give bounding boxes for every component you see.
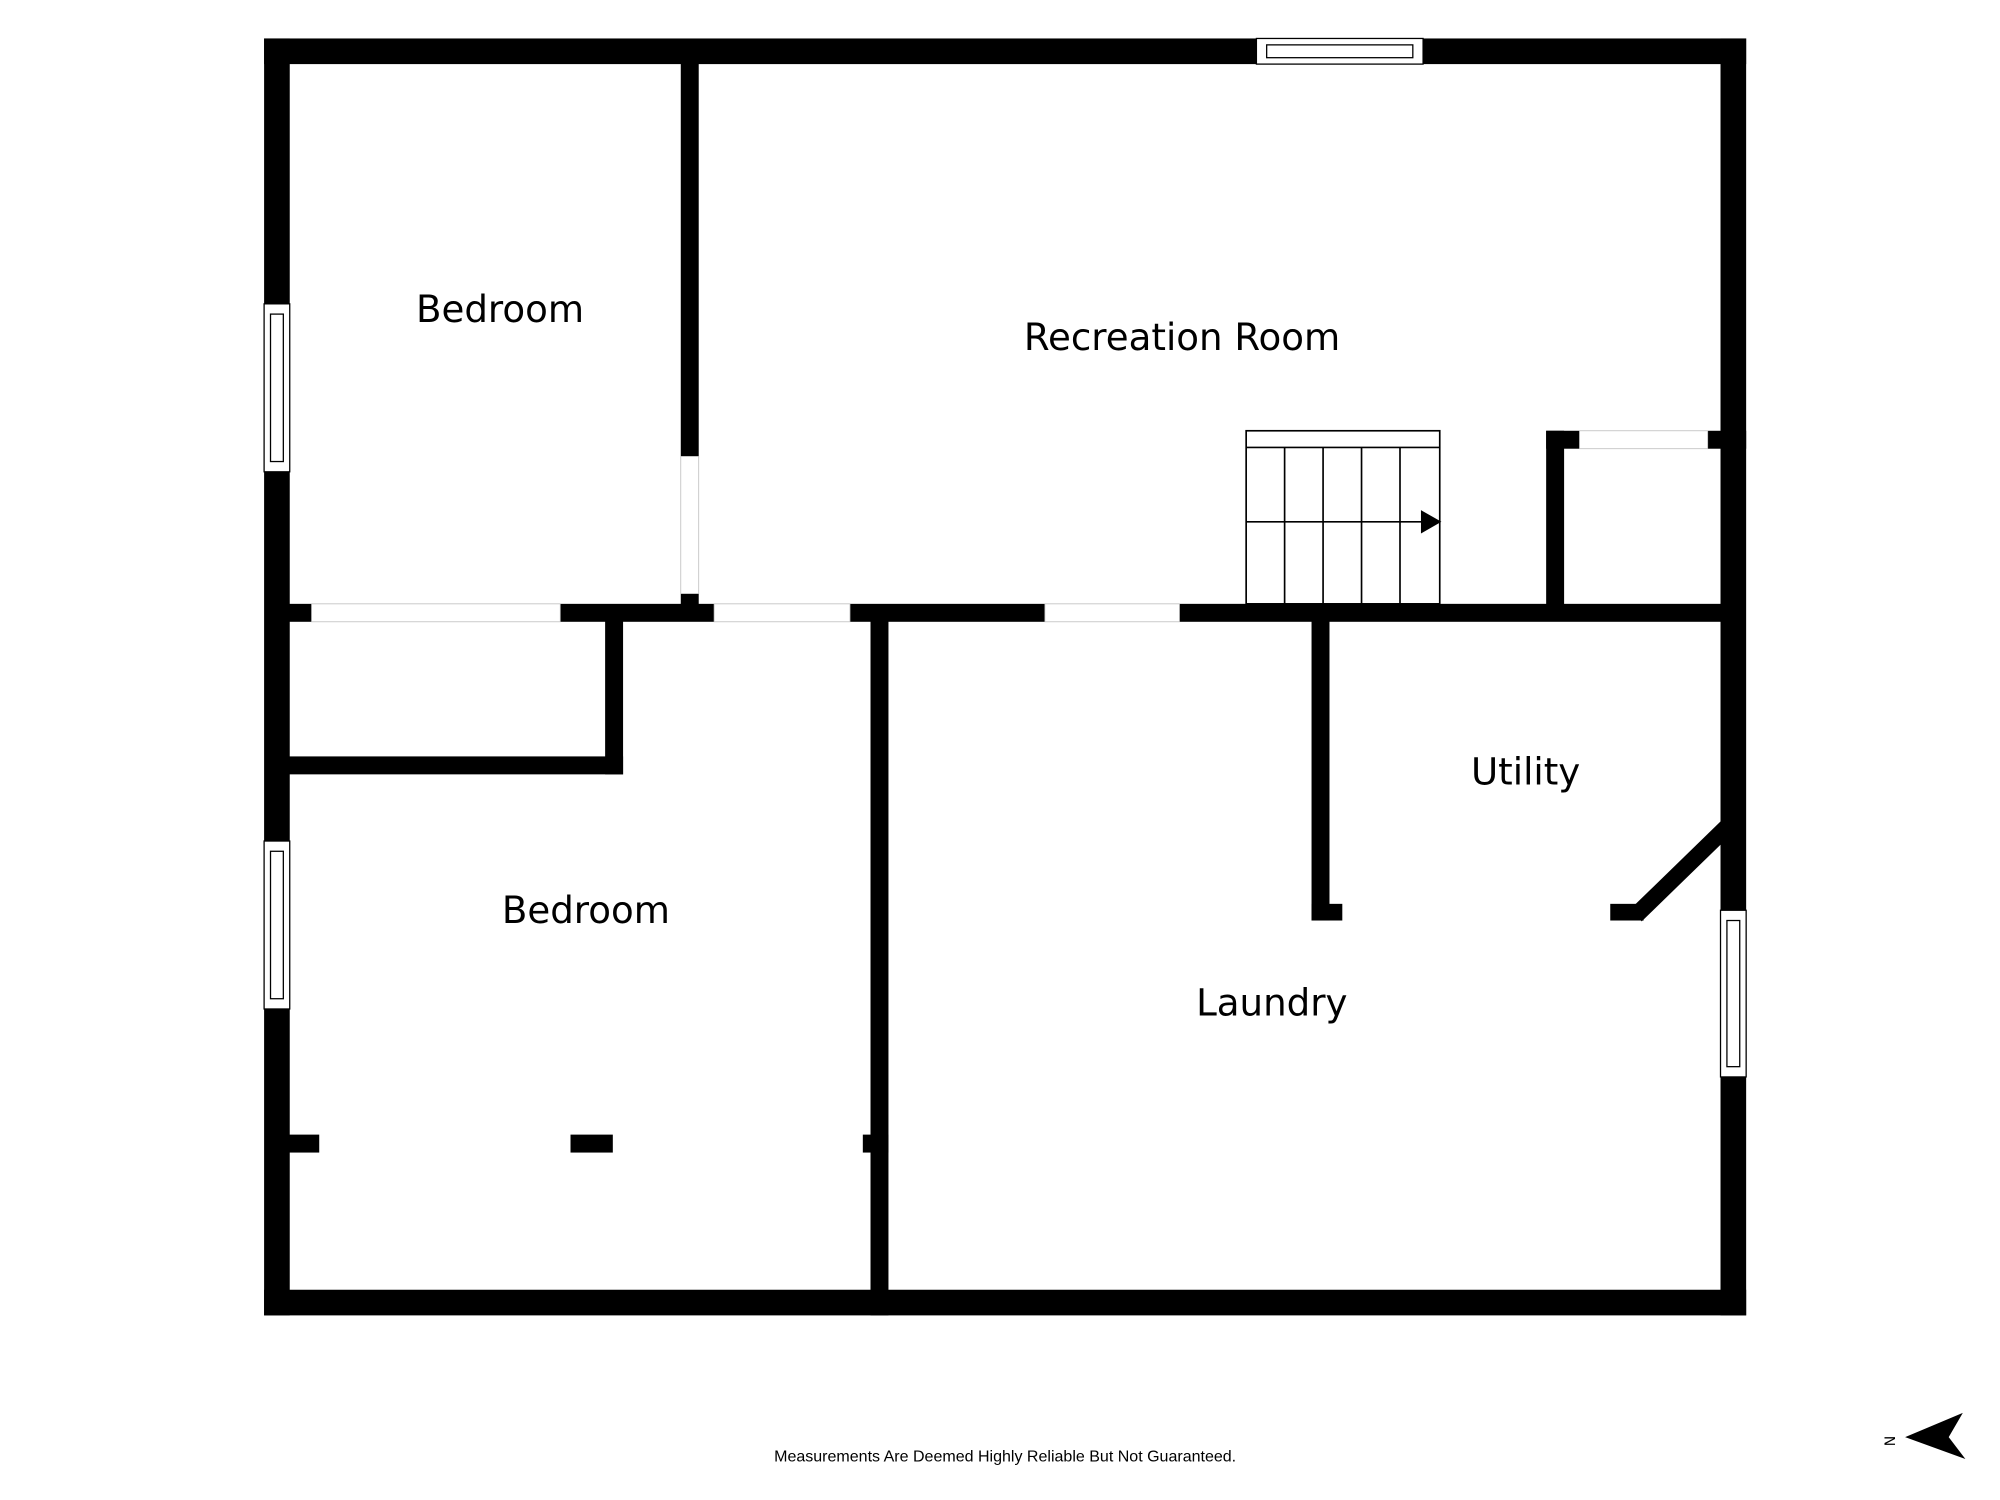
stair-arrow-icon: [1420, 510, 1442, 534]
room-labels: Bedroom Recreation Room Bedroom Laundry …: [416, 287, 1580, 1025]
wall-stub: [862, 1134, 889, 1153]
wall-left: [264, 38, 290, 1316]
disclaimer: Measurements Are Deemed Highly Reliable …: [774, 1448, 1236, 1466]
wall-laundry-utility: [1311, 612, 1330, 921]
wall-bedroom-rec: [680, 51, 699, 457]
wall-stub: [570, 1134, 613, 1153]
window-left-1: [263, 303, 291, 473]
openings: [311, 430, 1709, 623]
window-top: [1255, 37, 1424, 65]
doorway: [1579, 430, 1709, 450]
room-label-bedroom-2: Bedroom: [502, 888, 670, 932]
wall-laundry-foot: [1311, 903, 1343, 921]
doorway: [680, 456, 700, 594]
compass: N: [1881, 1412, 1966, 1459]
wall-bottom: [264, 1289, 1747, 1316]
wall-closet2-v: [1546, 430, 1565, 613]
doorway: [311, 603, 561, 623]
wall-closet2-top-r: [1707, 430, 1747, 449]
room-label-utility: Utility: [1471, 750, 1580, 794]
wall-bedroom-laundry: [870, 612, 889, 1316]
wall-top: [264, 38, 1747, 65]
room-label-recreation-room: Recreation Room: [1024, 315, 1340, 359]
room-label-bedroom-1: Bedroom: [416, 287, 584, 331]
wall-closet-h: [276, 756, 624, 775]
wall-stub: [276, 1134, 320, 1153]
north-arrow-icon: [1905, 1412, 1966, 1459]
wall-closet2-top-l: [1546, 430, 1580, 449]
walls: [264, 38, 1747, 1316]
wall-middle: [276, 603, 1734, 622]
window-right: [1719, 909, 1747, 1078]
stairs: [1245, 429, 1442, 605]
compass-label: N: [1881, 1436, 1897, 1447]
doorway: [1044, 603, 1180, 623]
room-label-laundry: Laundry: [1196, 980, 1347, 1024]
doorway: [713, 603, 851, 623]
wall-right: [1720, 38, 1747, 1316]
windows: [263, 37, 1747, 1078]
wall-diagonal: [1630, 819, 1735, 922]
window-left-2: [263, 840, 291, 1010]
wall-closet-v: [605, 612, 624, 775]
